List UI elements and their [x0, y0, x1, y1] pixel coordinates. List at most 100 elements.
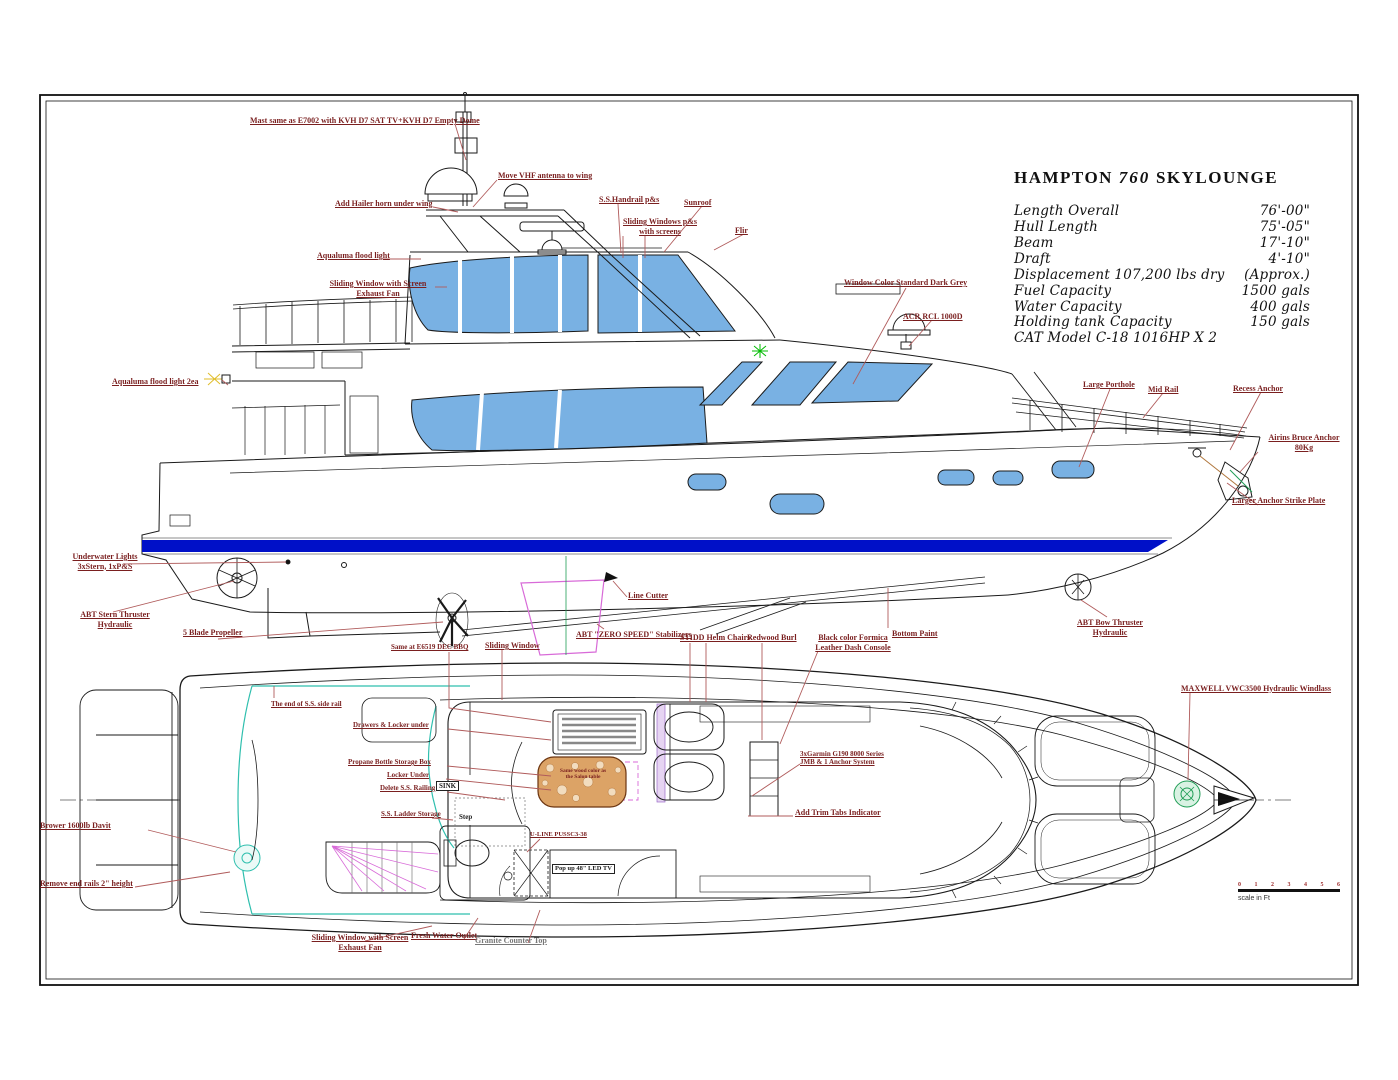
- label-drawers-locker: Drawers & Locker under: [353, 721, 429, 729]
- pilothouse-window: [750, 361, 838, 406]
- bow-stem: [1007, 436, 1261, 596]
- title-model-number: 760: [1118, 168, 1151, 187]
- scale-tick: 1: [1254, 882, 1258, 888]
- spec-label: Water Capacity: [1014, 298, 1122, 315]
- label-sunroof: Sunroof: [684, 198, 712, 207]
- stern-thruster: [216, 557, 258, 599]
- acr-light: [900, 334, 912, 350]
- skylounge-outline: [404, 251, 781, 345]
- portholes: [687, 460, 1095, 515]
- label-step: Step: [459, 813, 473, 821]
- stair-fan: [325, 841, 441, 894]
- underwater-light: [341, 562, 347, 568]
- day-head: [439, 825, 531, 901]
- spec-label: Displacement 107,200 lbs dry: [1014, 266, 1225, 283]
- spec-value: 17'-10": [1259, 234, 1310, 251]
- stern-profile: [141, 462, 193, 600]
- label-hailer-horn: Add Hailer horn under wing: [335, 199, 433, 208]
- spec-value: 76'-00": [1259, 203, 1310, 219]
- underwater-light: [285, 559, 291, 565]
- skeg: [267, 588, 441, 639]
- step-zone: [454, 797, 526, 847]
- label-large-porthole: Large Porthole: [1083, 380, 1135, 389]
- title-word: SKYLOUNGE: [1155, 168, 1279, 187]
- spec-value: 1500 gals: [1241, 282, 1310, 299]
- swim-platform: [79, 689, 179, 911]
- label-windlass: MAXWELL VWC3500 Hydraulic Windlass: [1181, 684, 1332, 693]
- salon-table: [537, 756, 627, 808]
- nav-light-green: [752, 344, 768, 358]
- tv-cabinet: [549, 849, 677, 899]
- label-bow-thruster: ABT Bow Thruster Hydraulic: [1077, 618, 1143, 637]
- title-word: HAMPTON: [1014, 168, 1113, 187]
- scale-ticks: 0 1 2 3 4 5 6: [1238, 882, 1340, 888]
- label-underwater-lights: Underwater Lights 3xStern, 1xP&S: [72, 552, 138, 571]
- scale-tick: 0: [1238, 882, 1241, 888]
- cabin-outline: [447, 701, 1037, 899]
- spec-value: 150 gals: [1250, 314, 1310, 331]
- propeller: [435, 592, 469, 648]
- bow-hatch: [1119, 777, 1155, 823]
- dash-console: [749, 741, 779, 817]
- stabilizer-fin: [520, 556, 605, 656]
- label-delete-railing: Delete S.S. Railing: [380, 784, 436, 792]
- label-sliding-windows: Sliding Windows p&s with screens: [623, 217, 697, 236]
- sheet-border: [39, 94, 1359, 986]
- label-flir: Flir: [735, 226, 748, 235]
- scale-tick: 6: [1337, 882, 1340, 888]
- pilothouse-window: [810, 361, 934, 404]
- waterline-stripe: [142, 540, 1168, 552]
- settee-curve: [511, 741, 523, 825]
- page-title: HAMPTON 760 SKYLOUNGE: [1014, 168, 1310, 188]
- anchor-roller: [1213, 785, 1256, 815]
- label-flood-light: Aqualuma flood light: [317, 251, 390, 260]
- scale-caption: scale in Ft: [1238, 895, 1270, 902]
- label-locker-under: Locker Under: [387, 771, 430, 779]
- label-window-color: Window Color Standard Dark Grey: [844, 278, 968, 287]
- label-stern-thruster: ABT Stern Thruster Hydraulic: [80, 610, 150, 629]
- bow-anchor: [1188, 447, 1253, 501]
- hull-bottom: [191, 594, 1009, 614]
- walkway-line: [439, 696, 1219, 904]
- label-trim-tabs: Add Trim Tabs Indicator: [795, 808, 881, 817]
- plan-hull-outline: [179, 662, 1257, 938]
- spec-row: CAT Model C-18 1016HP X 2: [1014, 330, 1310, 347]
- pilothouse-window: [698, 361, 764, 406]
- label-acr-light: ACR RCL 1000D: [903, 312, 963, 321]
- label-side-rail-end: The end of S.S. side rail: [271, 700, 342, 708]
- label-mast: Mast same as E7002 with KVH D7 SAT TV+KV…: [250, 116, 480, 125]
- foredeck-line: [1011, 427, 1247, 437]
- shaft-strut: [699, 597, 807, 635]
- label-redwood-burl: Redwood Burl: [747, 633, 797, 642]
- spec-label: Draft: [1014, 250, 1051, 267]
- label-handrail: S.S.Handrail p&s: [599, 195, 660, 204]
- sliding-window-strip: [656, 703, 666, 803]
- skylounge-window: [408, 254, 589, 334]
- spec-value: 75'-05": [1259, 218, 1310, 235]
- label-garmin: 3xGarmin G190 8000 Series JMB & 1 Anchor…: [800, 750, 884, 767]
- label-popup-tv: Pop up 48" LED TV: [552, 864, 615, 874]
- label-sliding-window-plan: Sliding Window: [485, 641, 540, 650]
- windshield-arc: [909, 707, 1031, 893]
- side-profile-view: [141, 92, 1261, 656]
- deck-accent-teal: [237, 685, 470, 915]
- scale-tick: 4: [1304, 882, 1307, 888]
- spec-label: CAT Model C-18 1016HP X 2: [1014, 330, 1218, 347]
- radar-mast: [424, 92, 931, 339]
- bow-rail: [1011, 397, 1248, 439]
- label-remove-rails: Remove end rails 2" height: [40, 879, 133, 888]
- bbq-console: [552, 709, 647, 755]
- salon-settee: [699, 875, 871, 893]
- deck-box: [255, 351, 315, 369]
- label-mid-rail: Mid Rail: [1148, 385, 1179, 394]
- helm-dash-arc: [919, 725, 1003, 875]
- stern-hatch: [169, 514, 191, 527]
- skylounge-front-window: [597, 254, 736, 334]
- scale-tick: 5: [1320, 882, 1324, 888]
- label-ladder-storage: S.S. Ladder Storage: [381, 810, 441, 818]
